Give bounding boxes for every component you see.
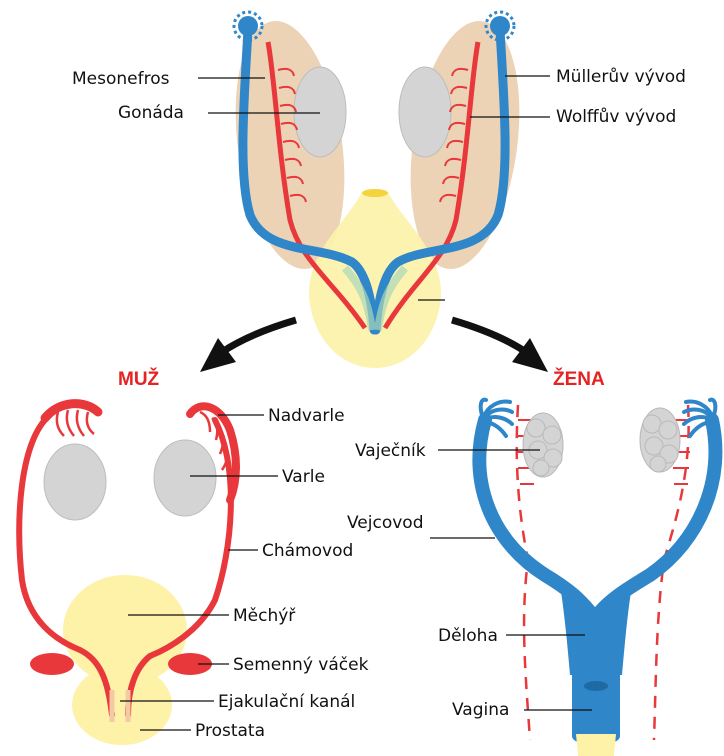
male-anatomy	[19, 404, 236, 745]
label-ejaculatory-duct: Ejakulační kanál	[218, 692, 355, 712]
male-heading: MUŽ	[118, 368, 160, 390]
label-oviduct: Vejcovod	[347, 513, 424, 533]
label-testis: Varle	[282, 467, 325, 487]
female-heading: ŽENA	[553, 368, 605, 390]
left-seminal-vesicle	[30, 653, 74, 675]
label-mullerian-duct: Müllerův vývod	[556, 67, 686, 87]
left-ovary	[523, 413, 563, 477]
cervix-opening	[584, 681, 608, 691]
label-ovary: Vaječník	[355, 441, 426, 461]
female-anatomy	[479, 400, 715, 756]
left-epididymis	[45, 404, 98, 418]
right-testis	[154, 440, 216, 516]
label-prostate: Prostata	[195, 721, 265, 741]
label-gonad: Gonáda	[118, 103, 184, 123]
label-vagina: Vagina	[452, 700, 509, 720]
label-bladder: Měchýř	[233, 606, 296, 626]
label-vas-deferens: Chámovod	[262, 541, 353, 561]
label-seminal-vesicle: Semenný váček	[233, 655, 369, 675]
label-epididymis: Nadvarle	[268, 406, 345, 426]
sinus-opening	[362, 189, 388, 197]
left-epididymis-tubules	[57, 410, 94, 436]
label-mesonephros: Mesonefros	[72, 69, 170, 89]
right-ovary	[640, 408, 680, 472]
male-prostate	[72, 665, 172, 745]
uterus	[560, 585, 632, 675]
indifferent-stage	[221, 12, 534, 368]
arrow-to-female	[452, 320, 548, 372]
vestibule	[576, 734, 616, 756]
label-wolffian-duct: Wolffův vývod	[556, 107, 676, 127]
right-duct-fimbria	[486, 12, 514, 40]
left-gonad	[294, 67, 346, 157]
left-testis	[44, 444, 106, 520]
arrow-to-male	[200, 320, 296, 372]
right-gonad	[399, 67, 451, 157]
label-uterus: Děloha	[438, 626, 498, 646]
